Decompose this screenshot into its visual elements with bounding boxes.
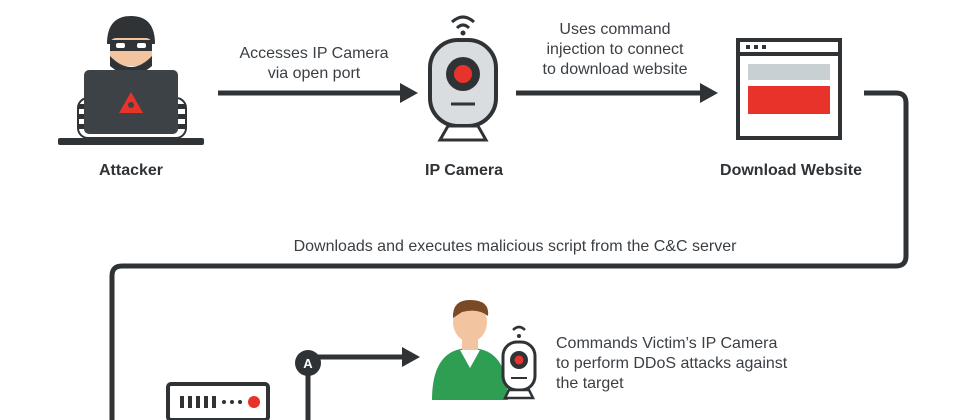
edge-label-line: Accesses IP Camera bbox=[239, 45, 389, 62]
edge-label-line: Uses command bbox=[559, 21, 671, 38]
edge-label-line: to download website bbox=[542, 61, 688, 78]
connector-to-victim bbox=[305, 354, 408, 420]
website-icon bbox=[736, 38, 842, 140]
attacker-label: Attacker bbox=[98, 162, 164, 179]
edge-label-line: injection to connect bbox=[546, 41, 684, 58]
arrowhead-to-victim bbox=[402, 347, 420, 367]
edge-label-line: to perform DDoS attacks against bbox=[556, 355, 788, 372]
edge-label-line: via open port bbox=[267, 65, 361, 82]
attacker-icon bbox=[58, 16, 204, 145]
server-icon bbox=[166, 382, 270, 420]
edge-label-line: Commands Victim’s IP Camera bbox=[556, 335, 778, 352]
edge-label-cc-to-victim: Commands Victim’s IP Camera to perform D… bbox=[556, 334, 826, 394]
edge-label-line: the target bbox=[556, 375, 624, 392]
junction-marker-circle bbox=[295, 350, 321, 376]
victim-icon bbox=[432, 300, 537, 400]
edge-label-website-to-cc: Downloads and executes malicious script … bbox=[293, 238, 737, 255]
junction-marker-label: A bbox=[303, 356, 313, 371]
ip-camera-label: IP Camera bbox=[425, 162, 503, 179]
arrowhead-attacker-to-camera bbox=[400, 83, 418, 103]
edge-label-attacker-to-camera: Accesses IP Camera via open port bbox=[224, 44, 404, 84]
download-website-label: Download Website bbox=[720, 162, 862, 179]
ip-camera-icon bbox=[428, 15, 498, 142]
connector-website-to-cc bbox=[109, 90, 909, 420]
arrowhead-camera-to-website bbox=[700, 83, 718, 103]
edge-label-camera-to-website: Uses command injection to connect to dow… bbox=[522, 20, 708, 80]
